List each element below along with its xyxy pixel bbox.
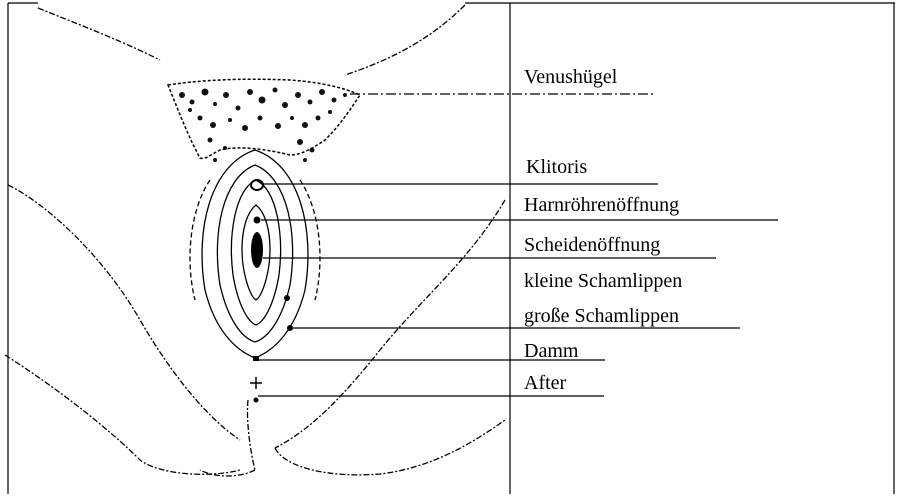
- label-damm: Damm: [524, 340, 578, 362]
- leader-lines: [258, 94, 778, 396]
- frame: [8, 3, 895, 494]
- anatomy-points: [250, 180, 293, 403]
- label-venushuegel: Venushügel: [524, 66, 617, 88]
- pubic-hair: [168, 79, 360, 162]
- label-harnroehrenoeffnung: Harnröhrenöffnung: [524, 194, 679, 216]
- label-kleine-schamlippen: kleine Schamlippen: [524, 270, 682, 292]
- label-after: After: [524, 372, 566, 394]
- label-klitoris: Klitoris: [526, 156, 587, 178]
- label-scheidenoeffnung: Scheidenöffnung: [524, 234, 660, 256]
- label-grosse-schamlippen: große Schamlippen: [524, 305, 679, 327]
